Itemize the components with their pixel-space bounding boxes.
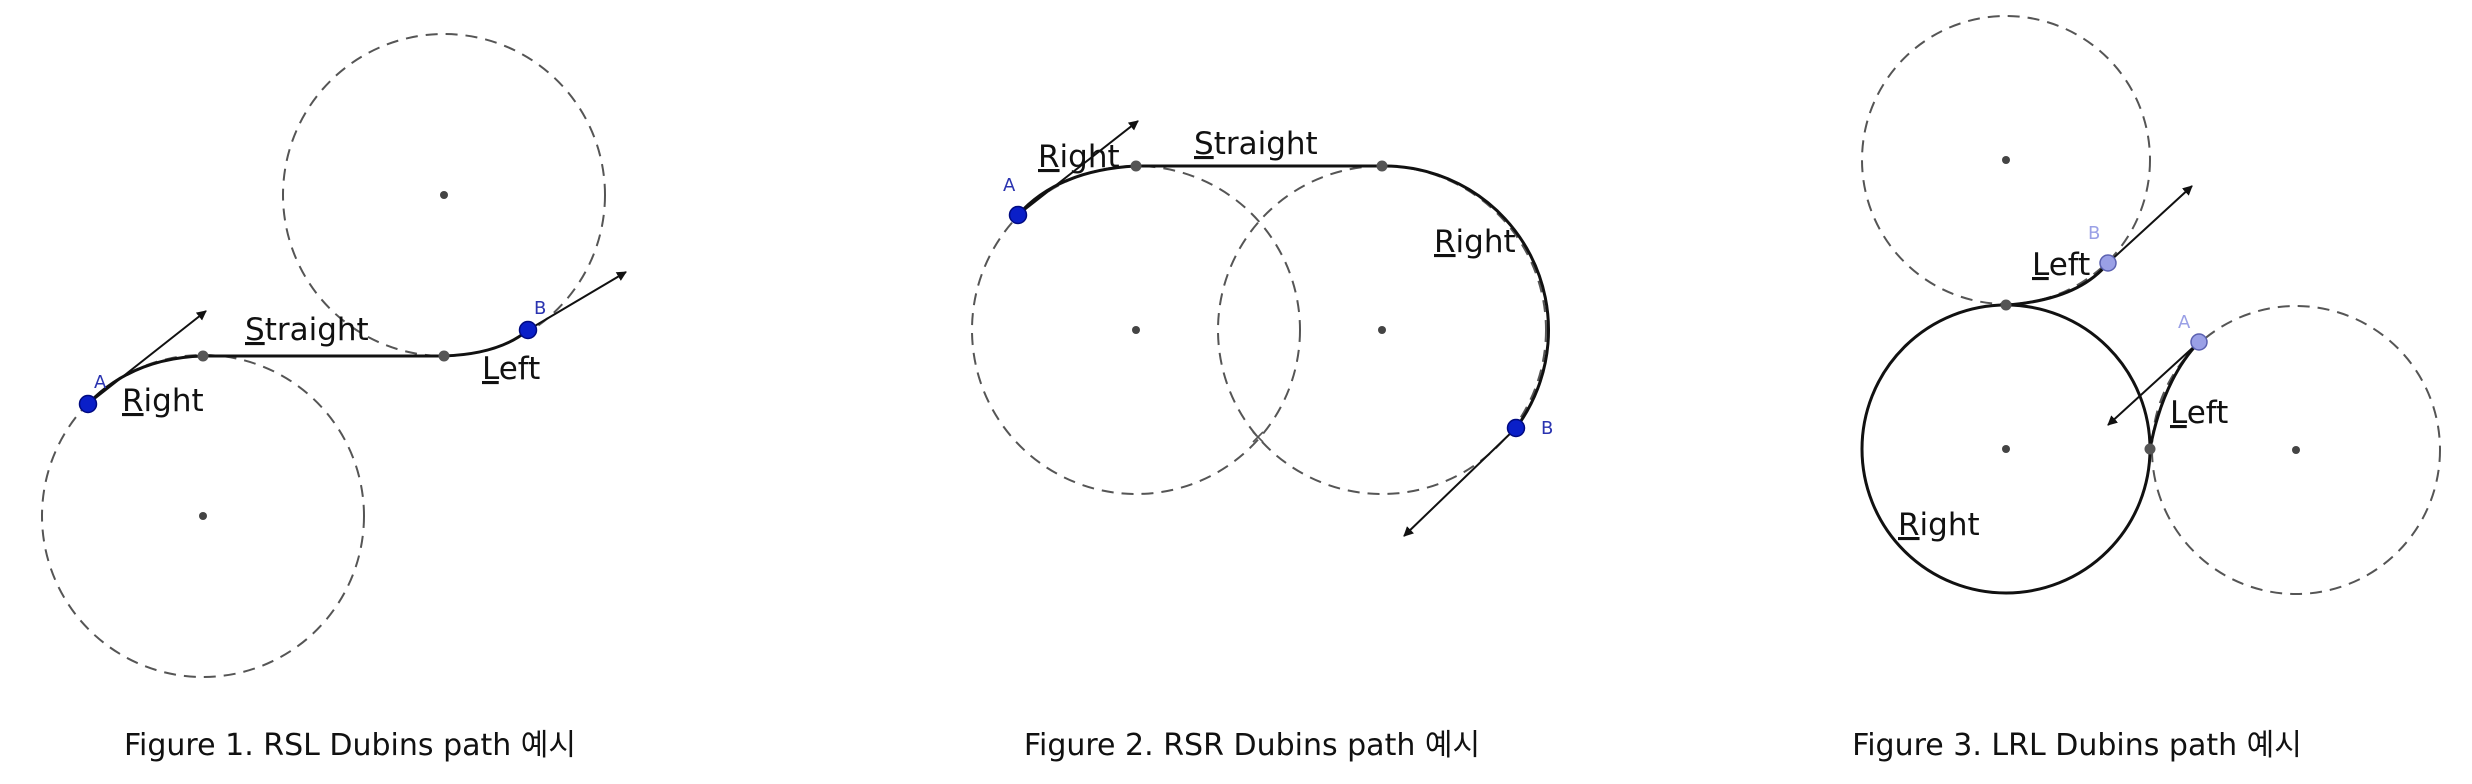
turn-circle-left-right <box>2151 305 2441 595</box>
start-point-label: A <box>2178 312 2191 333</box>
end-point-label: B <box>534 298 546 319</box>
tangent-point <box>197 350 209 362</box>
start-point <box>1008 205 1028 225</box>
tangent-point <box>1376 160 1388 172</box>
tangent-point <box>2144 443 2156 455</box>
end-point-label: B <box>1541 418 1553 439</box>
segment-label: Straight <box>245 312 369 348</box>
figure-caption: Figure 3. LRL Dubins path 예시 <box>1852 728 2302 763</box>
circle-center <box>2002 156 2010 164</box>
dubins-path <box>1016 164 1551 430</box>
circle-center <box>2292 446 2300 454</box>
end-point <box>518 320 538 340</box>
figure-caption: Figure 2. RSR Dubins path 예시 <box>1024 728 1480 763</box>
end-point <box>2099 254 2117 272</box>
turn-circle-right <box>41 354 365 678</box>
end-heading-arrow <box>2107 185 2193 264</box>
circle-center <box>440 191 448 199</box>
segment-label: Right <box>122 383 204 419</box>
segment-label: Left <box>2170 395 2228 431</box>
segment-label: Left <box>2032 247 2090 283</box>
start-point-label: A <box>1003 175 1016 196</box>
dubins-path-left-upper <box>2004 261 2110 307</box>
intersection-mark <box>1252 431 1264 443</box>
start-point <box>2190 333 2208 351</box>
segment-label: Right <box>1038 139 1120 175</box>
figure-caption: Figure 1. RSL Dubins path 예시 <box>124 728 576 763</box>
segment-label: Right <box>1434 224 1516 260</box>
circle-center <box>199 512 207 520</box>
circle-center <box>1132 326 1140 334</box>
figure-3: B A Left Left Right Figure 3. LRL Dubins… <box>1852 15 2441 763</box>
start-heading-arrow <box>87 310 207 405</box>
circle-center <box>2002 445 2010 453</box>
tangent-point <box>438 350 450 362</box>
end-heading-arrow <box>527 271 627 331</box>
dubins-path-left-lower <box>2148 340 2201 451</box>
segment-label: Right <box>1898 507 1980 543</box>
start-point-label: A <box>94 372 107 393</box>
tangent-point <box>1130 160 1142 172</box>
start-point <box>78 394 98 414</box>
turn-circle-right-start <box>971 165 1301 495</box>
end-point-label: B <box>2088 223 2100 244</box>
figure-1: A B Right Straight Left Figure 1. RSL Du… <box>41 33 627 763</box>
start-heading-arrow <box>1017 120 1139 216</box>
circle-center <box>1378 326 1386 334</box>
segment-label: Left <box>482 351 540 387</box>
end-heading-arrow <box>1403 427 1517 537</box>
start-heading-arrow <box>2107 341 2200 426</box>
segment-label: Straight <box>1194 126 1318 162</box>
end-point <box>1506 418 1526 438</box>
turn-circle-left <box>282 33 606 357</box>
figure-2: A B Right Straight Right Figure 2. RSR D… <box>971 120 1553 763</box>
tangent-point <box>2000 299 2012 311</box>
turn-circle-right-end <box>1217 165 1547 495</box>
